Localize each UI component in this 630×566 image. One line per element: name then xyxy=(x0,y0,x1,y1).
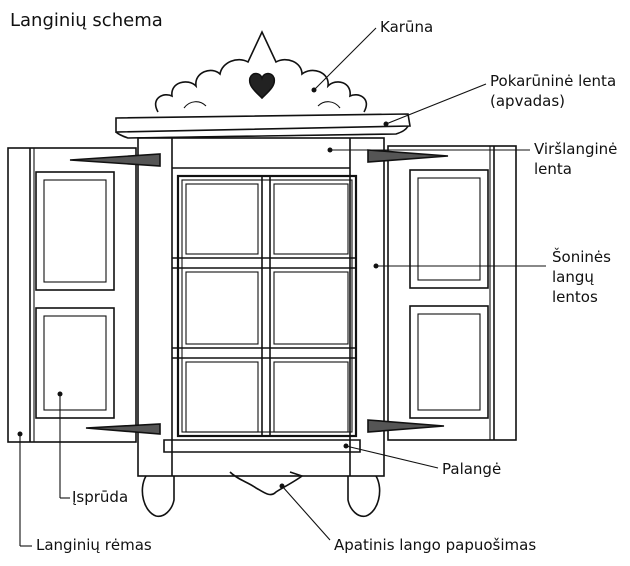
label-palange: Palangė xyxy=(442,460,501,478)
label-pokaruanine-line1: Pokarūninė lenta xyxy=(490,72,616,90)
right-shutter-drawing xyxy=(367,145,517,441)
diagram-title: Langinių schema xyxy=(10,10,163,31)
label-ispruda: Įsprūda xyxy=(72,488,128,506)
leader-lines xyxy=(17,27,546,547)
crown-drawing xyxy=(154,30,368,113)
label-apatinis: Apatinis lango papuošimas xyxy=(334,536,536,554)
label-virslangine-line1: Viršlanginė xyxy=(534,140,617,158)
label-sonines-line3: lentos xyxy=(552,288,598,306)
left-shutter-drawing xyxy=(7,147,161,443)
label-langiniu-remas: Langinių rėmas xyxy=(36,536,152,554)
label-pokaruanine-line2: (apvadas) xyxy=(490,92,565,110)
label-virslangine-line2: lenta xyxy=(534,160,572,178)
top-molding-drawing xyxy=(115,113,411,139)
label-karuna: Karūna xyxy=(380,18,433,36)
heart-ornament xyxy=(248,72,276,100)
window-frame-drawing xyxy=(137,137,385,518)
label-sonines-line1: Šoninės xyxy=(552,247,611,266)
label-sonines-line2: langų xyxy=(552,268,594,286)
